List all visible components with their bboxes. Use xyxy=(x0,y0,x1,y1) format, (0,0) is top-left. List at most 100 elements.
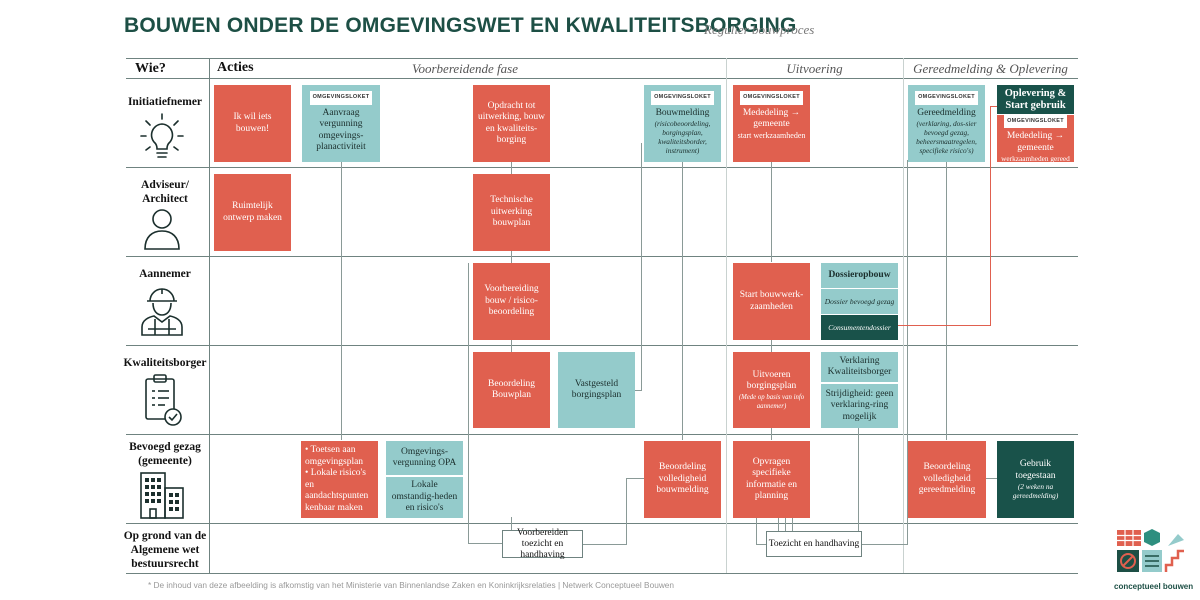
step-note: (verklaring, dos-sier bevoegd gezag, beh… xyxy=(916,119,977,155)
step-label: Oplevering & Start gebruik xyxy=(1004,88,1067,111)
grid-phase-divider xyxy=(726,58,727,573)
step-ik-wil-bouwen: Ik wil iets bouwen! xyxy=(214,85,291,162)
actor-bevoegd-gezag: Bevoegd gezag (gemeente) xyxy=(129,441,201,467)
grid-actor-divider xyxy=(209,58,210,573)
step-note: start werkzaamheden xyxy=(737,130,806,140)
connector-line xyxy=(771,162,772,262)
step-toetsen-omgevingsplan: • Toetsen aan omgevingsplan • Lokale ris… xyxy=(301,441,378,518)
step-opdracht-uitwerking: Opdracht tot uitwerking, bouw en kwalite… xyxy=(473,85,550,162)
connector-line xyxy=(785,517,786,531)
omgevingsloket-tag: OMGEVINGSLOKET xyxy=(740,91,803,105)
consumentendossier-connector xyxy=(990,106,997,107)
step-note: (Mede op basis van info aannemer) xyxy=(738,393,805,410)
step-label: Mededeling → gemeente xyxy=(1006,131,1065,153)
connector-line xyxy=(771,428,772,440)
connector-line xyxy=(756,544,766,545)
step-voorbereiden-toezicht: Voorbereiden toezicht en handhaving xyxy=(502,527,583,560)
step-mededeling-gereed: OMGEVINGSLOKET Mededeling → gemeente wer… xyxy=(997,114,1074,163)
source-footnote: * De inhoud van deze afbeelding is afkom… xyxy=(147,580,675,590)
step-label: Uitvoeren borgingsplan xyxy=(746,369,797,392)
step-label: Dossieropbouw xyxy=(828,269,891,280)
step-label: Strijdigheid: geen verklaring-ring mogel… xyxy=(825,388,894,422)
phase-preparation: Voorbereidende fase xyxy=(411,61,519,76)
connector-line xyxy=(635,390,642,391)
grid-bottom-line xyxy=(126,573,1078,574)
grid-row-line xyxy=(126,434,1078,435)
step-note: (risicobeoordeling, borgingsplan, kwalit… xyxy=(654,119,711,155)
connector-line xyxy=(858,428,859,531)
step-aanvraag-vergunning: OMGEVINGSLOKET Aanvraag vergunning omgev… xyxy=(302,85,380,162)
step-toezicht-handhaving: Toezicht en handhaving xyxy=(766,531,862,557)
phase-execution: Uitvoering xyxy=(786,61,843,76)
connector-line xyxy=(511,340,512,352)
actions-header: Acties xyxy=(217,60,254,75)
step-label: Gereedmelding xyxy=(917,107,976,118)
step-beoordeling-gereedmelding: Beoordeling volledigheid gereedmelding xyxy=(908,441,986,518)
step-label: Verklaring Kwaliteitsborger xyxy=(827,355,892,378)
step-label: Gebruik toegestaan xyxy=(1015,459,1056,481)
page-title: BOUWEN ONDER DE OMGEVINGSWET EN KWALITEI… xyxy=(124,14,797,37)
connector-line xyxy=(468,263,469,543)
connector-line xyxy=(468,543,502,544)
step-label: Beoordeling Bouwplan xyxy=(488,378,535,401)
actor-kwaliteitsborger: Kwaliteitsborger xyxy=(123,357,207,369)
connector-line xyxy=(986,478,997,479)
step-label: Ruimtelijk ontwerp maken xyxy=(223,201,282,223)
phase-completion: Gereedmelding & Oplevering xyxy=(913,61,1068,76)
step-label: Beoordeling volledigheid bouwmelding xyxy=(656,462,709,496)
who-header: Wie? xyxy=(135,61,166,76)
step-dossier-bevoegd-gezag: Dossier bevoegd gezag xyxy=(821,289,898,314)
step-label: Lokale omstandig-heden en risico's xyxy=(391,480,458,514)
person-icon xyxy=(144,209,180,250)
step-strijdigheid: Strijdigheid: geen verklaring-ring mogel… xyxy=(821,384,898,428)
step-note: (2 weken na gereedmelding) xyxy=(1012,482,1059,500)
step-label: Mededeling → gemeente xyxy=(742,107,801,130)
connector-line xyxy=(341,158,342,440)
step-opvragen-informatie: Opvragen specifieke informatie en planni… xyxy=(733,441,810,518)
actor-awb: Op grond van de Algemene wet bestuursrec… xyxy=(123,530,207,570)
connector-line xyxy=(626,478,627,544)
grid-top-line xyxy=(126,58,1078,59)
actor-aannemer: Aannemer xyxy=(139,268,191,280)
step-uitvoeren-borgingsplan: Uitvoeren borgingsplan (Mede op basis va… xyxy=(733,352,810,428)
step-ruimtelijk-ontwerp: Ruimtelijk ontwerp maken xyxy=(214,174,291,251)
consumentendossier-connector xyxy=(897,325,991,326)
grid-header-line xyxy=(126,78,1078,79)
step-beoordeling-bouwplan: Beoordeling Bouwplan xyxy=(473,352,550,428)
step-label: Opvragen specifieke informatie en planni… xyxy=(746,456,797,502)
connector-line xyxy=(792,517,793,531)
connector-line xyxy=(778,517,779,531)
grid-row-line xyxy=(126,167,1078,168)
step-label: Bouwmelding xyxy=(655,107,710,118)
step-lokale-omstandigheden: Lokale omstandig-heden en risico's xyxy=(386,477,463,518)
connector-line xyxy=(907,160,908,545)
step-label: Aanvraag vergunning omgevings-planactivi… xyxy=(316,107,366,153)
omgevingsloket-tag: OMGEVINGSLOKET xyxy=(915,91,978,105)
lightbulb-icon xyxy=(140,113,184,158)
step-label: Toezicht en handhaving xyxy=(768,538,860,549)
step-gereedmelding: OMGEVINGSLOKET Gereedmelding (verklaring… xyxy=(908,85,985,162)
step-label: Vastgesteld borgingsplan xyxy=(571,378,622,401)
step-label: Dossier bevoegd gezag xyxy=(824,297,895,306)
step-label: Technische uitwerking bouwplan xyxy=(490,195,533,229)
step-technische-uitwerking: Technische uitwerking bouwplan xyxy=(473,174,550,251)
step-label: Beoordeling volledigheid gereedmelding xyxy=(918,462,976,496)
grid-phase-divider xyxy=(903,58,904,573)
consumentendossier-connector xyxy=(990,106,991,326)
omgevingsloket-tag: OMGEVINGSLOKET xyxy=(1004,114,1067,129)
step-start-bouw: Start bouwwerk-zaamheden xyxy=(733,263,810,340)
clipboard-check-icon xyxy=(145,374,182,426)
connector-line xyxy=(626,478,644,479)
connector-line xyxy=(641,143,642,391)
step-vastgesteld-borgingsplan: Vastgesteld borgingsplan xyxy=(558,352,635,428)
connector-line xyxy=(583,544,627,545)
construction-worker-icon xyxy=(141,288,183,336)
step-label: Consumentendossier xyxy=(828,323,891,332)
grid-row-line xyxy=(126,256,1078,257)
logo-text: conceptueel bouwen xyxy=(1114,582,1194,591)
step-oplevering: Oplevering & Start gebruik xyxy=(997,85,1074,114)
step-label: Ik wil iets bouwen! xyxy=(233,112,272,134)
step-gebruik-toegestaan: Gebruik toegestaan (2 weken na gereedmel… xyxy=(997,441,1074,518)
step-mededeling-start: OMGEVINGSLOKET Mededeling → gemeente sta… xyxy=(733,85,810,162)
step-label: Voorbereiden toezicht en handhaving xyxy=(516,527,568,560)
